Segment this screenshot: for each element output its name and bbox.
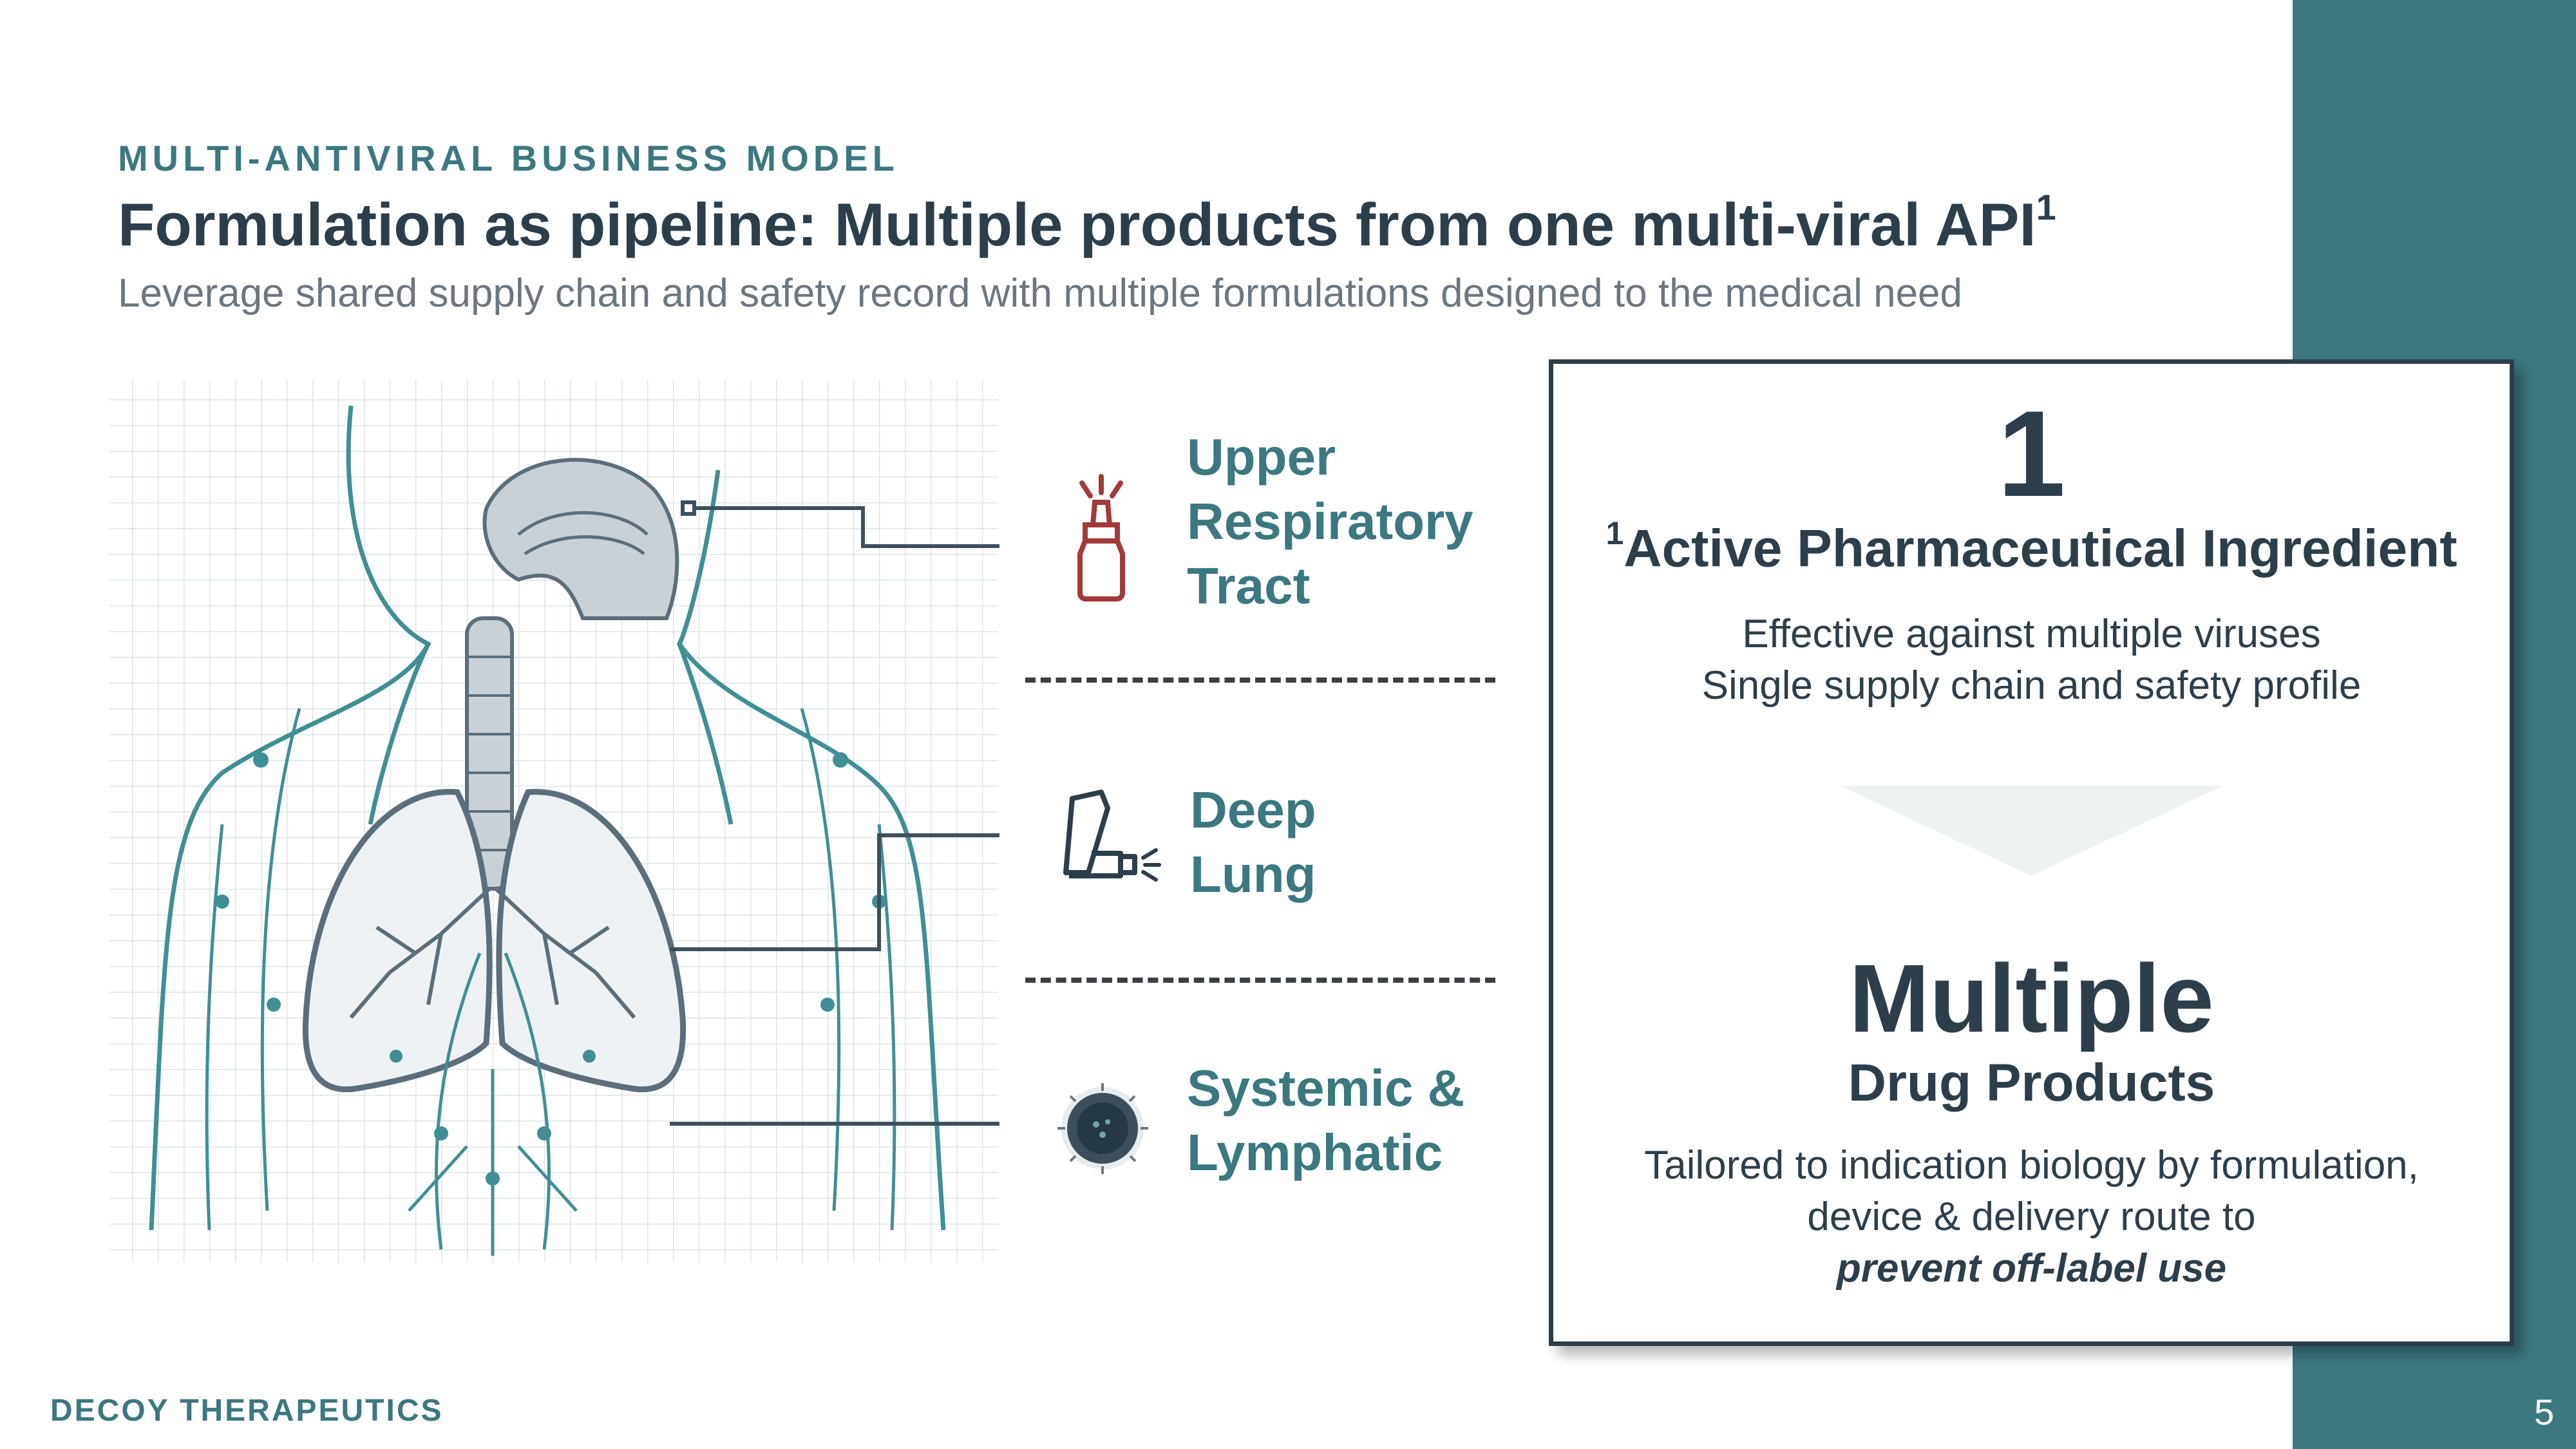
off-label-emphasis: prevent off-label use <box>1836 1246 2227 1291</box>
api-summary-card: 1 1Active Pharmaceutical Ingredient Effe… <box>1549 359 2514 1346</box>
eyebrow-label: MULTI-ANTIVIRAL BUSINESS MODEL <box>118 138 899 178</box>
multiple-heading: Multiple <box>1849 944 2214 1052</box>
nasal-spray-icon <box>1077 474 1125 601</box>
route-divider <box>1025 677 1495 683</box>
api-count: 1 <box>1997 386 2066 522</box>
page-number: 5 <box>2534 1392 2555 1432</box>
company-footer: DECOY THERAPEUTICS <box>50 1394 444 1428</box>
slide-title: Formulation as pipeline: Multiple produc… <box>118 186 2056 258</box>
route-divider <box>1025 978 1495 983</box>
api-title: 1Active Pharmaceutical Ingredient <box>1605 515 2458 578</box>
drug-products-description: Tailored to indication biology by formul… <box>1553 1140 2510 1294</box>
title-footnote-marker: 1 <box>2036 186 2056 227</box>
api-footnote-marker: 1 <box>1605 515 1624 551</box>
route-systemic-lymphatic: Systemic &Lymphatic <box>1187 1059 1465 1181</box>
drug-products-heading: Drug Products <box>1848 1054 2215 1112</box>
down-arrow-icon <box>1840 786 2223 876</box>
anatomy-connector-lines <box>670 500 999 1126</box>
virus-particle-icon <box>1057 1083 1148 1174</box>
inhaler-icon <box>1063 790 1161 882</box>
respiratory-anatomy-illustration <box>109 380 998 1262</box>
slide-subtitle: Leverage shared supply chain and safety … <box>118 271 1963 316</box>
